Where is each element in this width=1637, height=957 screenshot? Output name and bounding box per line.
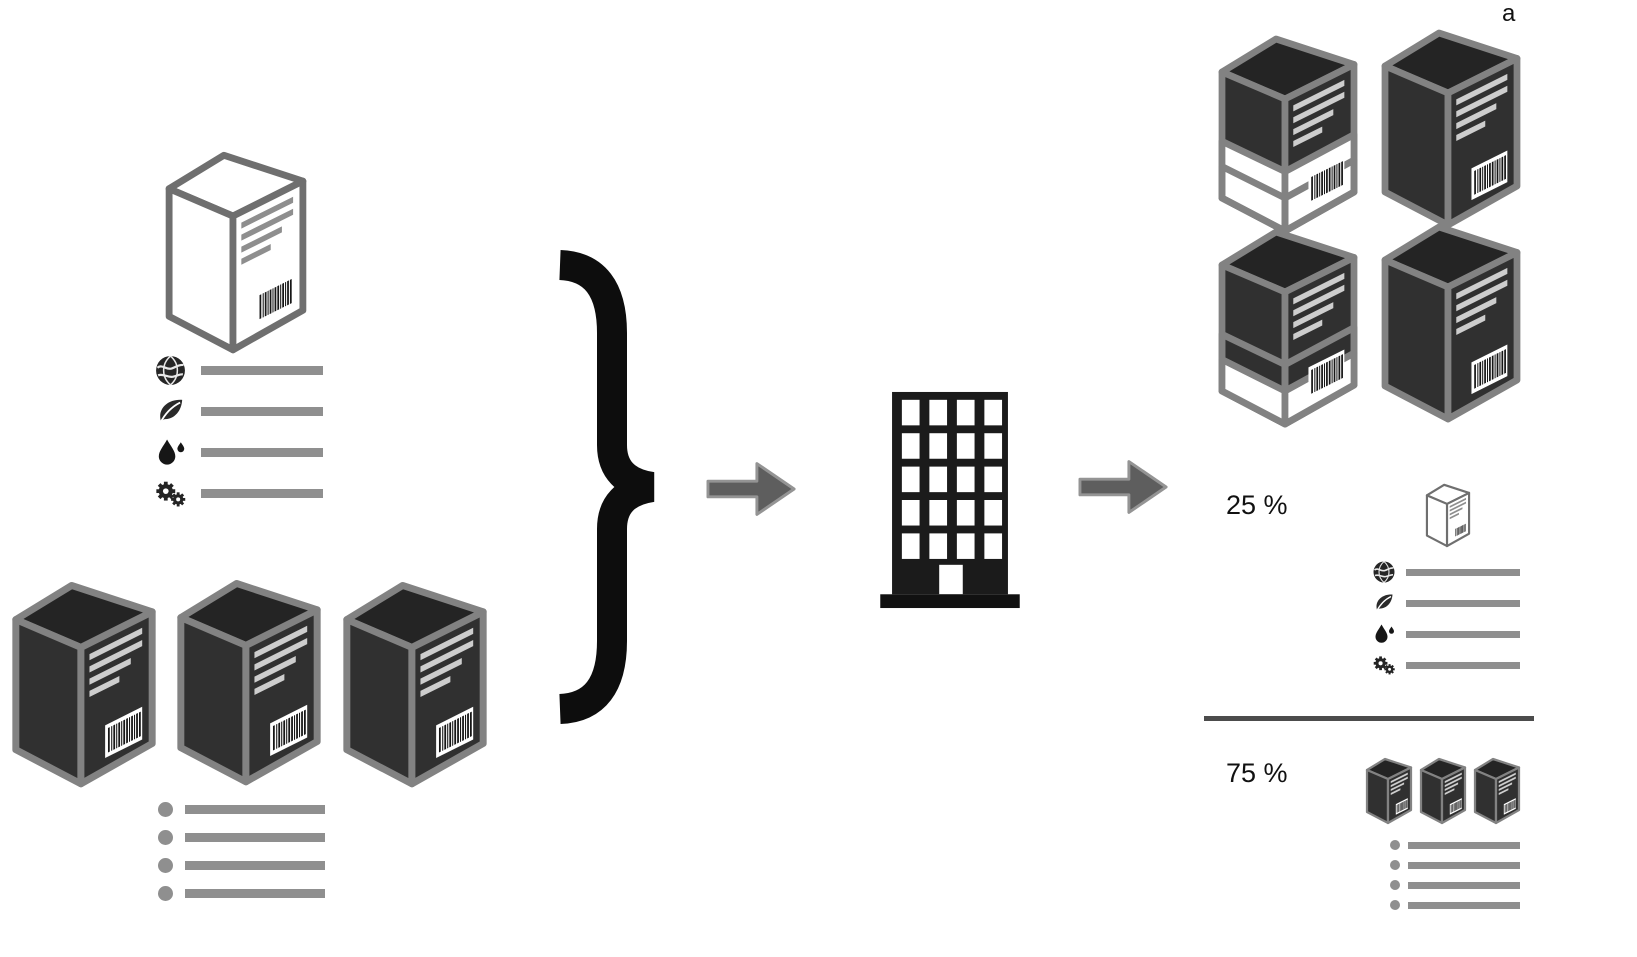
attribute-bar: [1408, 901, 1520, 909]
share-bottom-label: 75 %: [1226, 758, 1288, 788]
right-arrow: [1078, 460, 1168, 514]
attribute-bar: [1406, 661, 1520, 669]
attribute-bar: [201, 407, 323, 416]
attribute-bar: [1408, 861, 1520, 869]
attribute-bar: [1406, 630, 1520, 638]
mini-reference-product-box: [1473, 757, 1521, 825]
generic-attribute-list: [158, 802, 325, 901]
attribute-bar: [1408, 881, 1520, 889]
attribute-bar: [1406, 568, 1520, 576]
building-icon: [880, 391, 1020, 609]
attribute-row: [1372, 653, 1520, 677]
bullet-dot: [1390, 880, 1400, 890]
attribute-bar: [185, 833, 325, 842]
bullet-dot: [158, 802, 173, 817]
attribute-bar: [185, 805, 325, 814]
reference-product-box: [171, 568, 327, 788]
bullet-row: [158, 886, 325, 901]
attribute-row: [1372, 622, 1520, 646]
reference-product-box: [337, 570, 493, 790]
attribute-bar: [1408, 841, 1520, 849]
earth-icon: [1372, 560, 1396, 584]
portfolio-box-split: [1213, 24, 1363, 237]
bullet-row: [1390, 860, 1520, 870]
water-drop-icon: [1372, 622, 1396, 646]
bullet-row: [1390, 840, 1520, 850]
leaf-icon: [154, 395, 187, 428]
portfolio-box-split: [1213, 217, 1363, 430]
water-drop-icon: [154, 436, 187, 469]
bullet-dot: [1390, 900, 1400, 910]
attribute-bar: [185, 861, 325, 870]
attribute-bar: [1406, 599, 1520, 607]
curly-brace: [558, 250, 655, 724]
highlight-product-box: [160, 140, 312, 356]
bullet-dot: [158, 830, 173, 845]
divider-line: [1204, 716, 1534, 721]
bullet-row: [158, 830, 325, 845]
gears-icon: [1372, 653, 1396, 677]
attribute-row: [154, 395, 323, 428]
share-top-label: 25 %: [1226, 490, 1288, 520]
attribute-bar: [201, 489, 323, 498]
attribute-row: [1372, 560, 1520, 584]
panel-label: a: [1502, 0, 1516, 27]
bullet-dot: [1390, 840, 1400, 850]
attribute-row: [154, 436, 323, 469]
bullet-dot: [158, 858, 173, 873]
bullet-row: [158, 858, 325, 873]
mini-reference-product-box: [1419, 757, 1467, 825]
building-base: [880, 594, 1020, 609]
bullet-dot: [158, 886, 173, 901]
attribute-bar: [185, 889, 325, 898]
attribute-row: [1372, 591, 1520, 615]
mini-reference-products: [1364, 754, 1522, 825]
bullet-row: [158, 802, 325, 817]
reference-product-box: [6, 570, 162, 790]
leaf-icon: [1372, 591, 1396, 615]
attribute-row: [154, 477, 323, 510]
earth-icon: [154, 354, 187, 387]
portfolio-box-dark: [1376, 18, 1526, 231]
mini-reference-product-box: [1365, 757, 1413, 825]
attribute-bar: [201, 366, 323, 375]
bullet-row: [1390, 880, 1520, 890]
attribute-row: [154, 354, 323, 387]
environmental-attribute-list: [154, 354, 323, 510]
portfolio-box-dark: [1376, 212, 1526, 425]
gears-icon: [154, 477, 187, 510]
building-door: [939, 564, 963, 595]
mini-environmental-attribute-list: [1372, 560, 1520, 677]
right-arrow: [706, 462, 796, 516]
attribute-bar: [201, 448, 323, 457]
bullet-dot: [1390, 860, 1400, 870]
mini-generic-attribute-list: [1390, 840, 1520, 910]
building-windows: [901, 399, 1003, 559]
bullet-row: [1390, 900, 1520, 910]
mini-highlight-product-box: [1425, 483, 1471, 548]
